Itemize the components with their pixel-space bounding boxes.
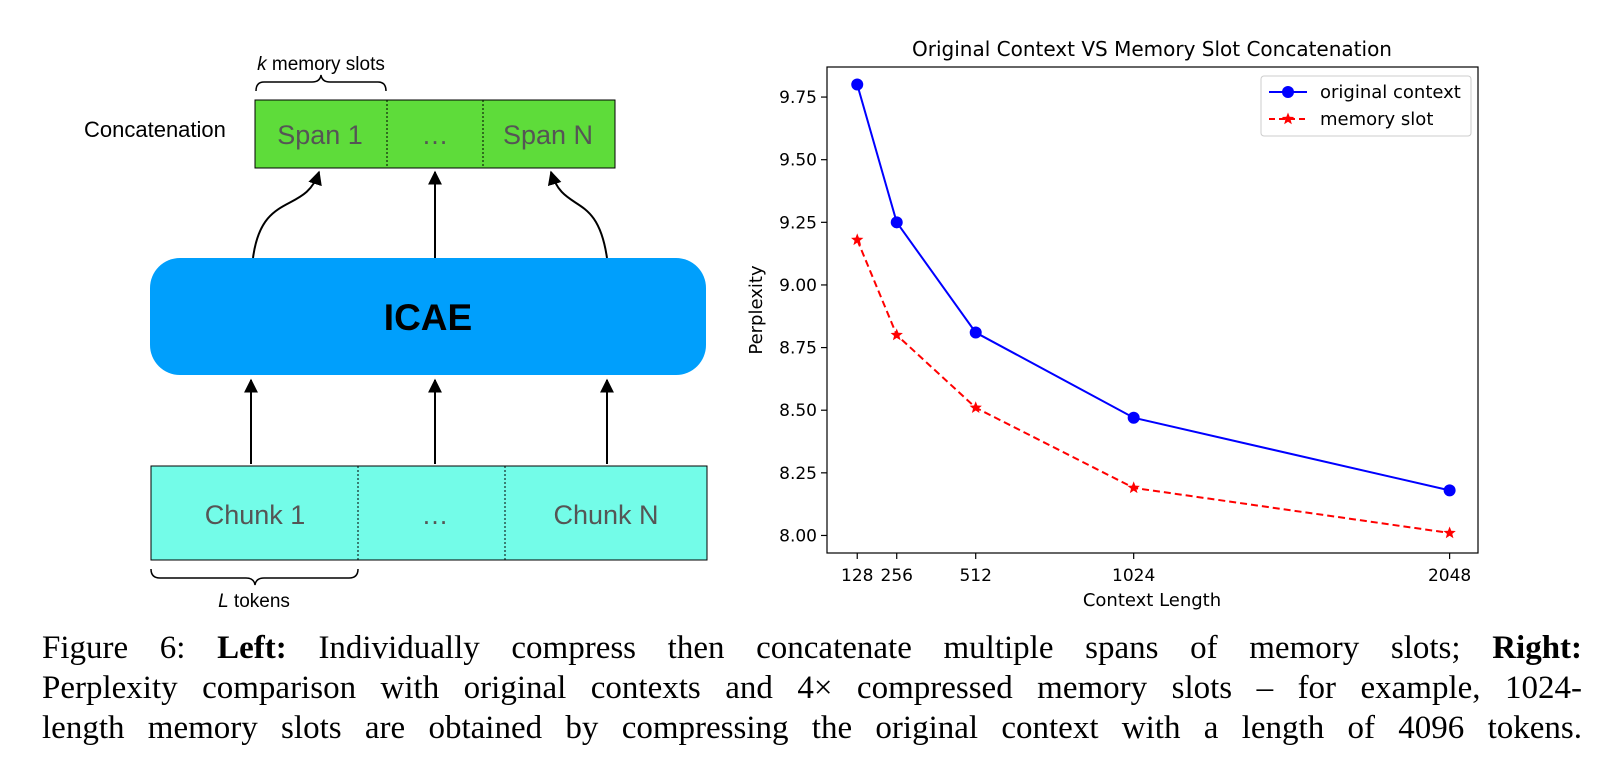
span-row: [254, 99, 616, 169]
series-line-original-context: [856, 84, 1450, 492]
plot-area: [826, 66, 1479, 554]
y-tick-label: 9.75: [779, 88, 817, 108]
icae-label: ICAE: [384, 297, 472, 338]
legend: original context memory slot: [1260, 75, 1472, 137]
icae-block: [150, 258, 706, 375]
arrow-icae-to-span-n: [547, 170, 608, 259]
y-tick-label: 8.00: [779, 526, 817, 546]
x-tick-label: 1024: [1112, 566, 1155, 586]
data-point-memory-slot: [851, 233, 864, 246]
data-point-memory-slot: [1443, 526, 1456, 539]
span-1: Span 1: [277, 120, 363, 150]
caption-figure-label: Figure 6:: [42, 630, 186, 666]
y-tick-label: 8.25: [779, 464, 817, 484]
y-tick-label: 9.00: [779, 276, 817, 296]
series-line-memory-slot: [856, 239, 1450, 534]
data-point-memory-slot: [890, 328, 903, 341]
caption-line-1: Figure 6: Left: Individually compress th…: [42, 628, 1582, 668]
memory-slots-brace: [255, 74, 387, 92]
y-axis-ticks: 8.00 8.25 8.50 8.75 9.00 9.25 9.50 9.75: [779, 88, 827, 546]
perplexity-line-chart: Original Context VS Memory Slot Concaten…: [746, 37, 1479, 611]
x-tick-label: 2048: [1428, 566, 1471, 586]
x-axis-ticks: 128 256 512 1024 2048: [841, 553, 1471, 586]
legend-marker-original: [1282, 86, 1294, 98]
data-point-memory-slot: [969, 401, 982, 413]
x-tick-label: 512: [959, 566, 991, 586]
y-tick-label: 8.50: [779, 401, 817, 421]
legend-label-original: original context: [1320, 82, 1461, 103]
chunk-n: Chunk N: [553, 500, 658, 530]
x-tick-label: 256: [881, 566, 913, 586]
data-point-original-context: [851, 78, 864, 91]
legend-marker-memory: [1281, 112, 1295, 125]
chunk-ellipsis: …: [422, 500, 449, 530]
memory-slots-label: k memory slots: [257, 54, 385, 75]
series-layer: [851, 78, 1456, 539]
icae-concatenation-diagram: k memory slots Concatenation Span 1 … Sp…: [84, 54, 708, 612]
data-point-original-context: [1443, 484, 1456, 497]
data-point-original-context: [890, 216, 903, 229]
y-tick-label: 8.75: [779, 339, 817, 359]
y-tick-label: 9.50: [779, 151, 817, 171]
data-point-original-context: [1127, 411, 1140, 424]
caption-left-text: Individually compress then concatenate m…: [318, 630, 1461, 666]
caption-left-label: Left:: [217, 630, 287, 666]
arrow-icae-to-span-1: [252, 170, 322, 259]
x-tick-label: 128: [841, 566, 873, 586]
span-ellipsis: …: [422, 120, 449, 150]
chunk-1: Chunk 1: [205, 500, 306, 530]
tokens-label: L tokens: [218, 591, 290, 612]
figure-caption: Figure 6: Left: Individually compress th…: [42, 628, 1582, 748]
span-n: Span N: [503, 120, 593, 150]
x-axis-label: Context Length: [1083, 590, 1221, 611]
caption-line-3: length memory slots are obtained by comp…: [42, 710, 1582, 746]
y-tick-label: 9.25: [779, 213, 817, 233]
caption-right-label: Right:: [1492, 630, 1583, 666]
chunk-row: [150, 465, 708, 561]
legend-label-memory: memory slot: [1320, 109, 1433, 130]
concatenation-label: Concatenation: [84, 117, 226, 142]
chart-title: Original Context VS Memory Slot Concaten…: [912, 37, 1392, 61]
tokens-brace: [150, 568, 359, 586]
legend-box: [1260, 75, 1472, 137]
y-axis-label: Perplexity: [746, 265, 767, 355]
data-point-memory-slot: [1127, 481, 1140, 494]
data-point-original-context: [969, 326, 982, 339]
caption-line-2: Perplexity comparison with original cont…: [42, 670, 1582, 706]
